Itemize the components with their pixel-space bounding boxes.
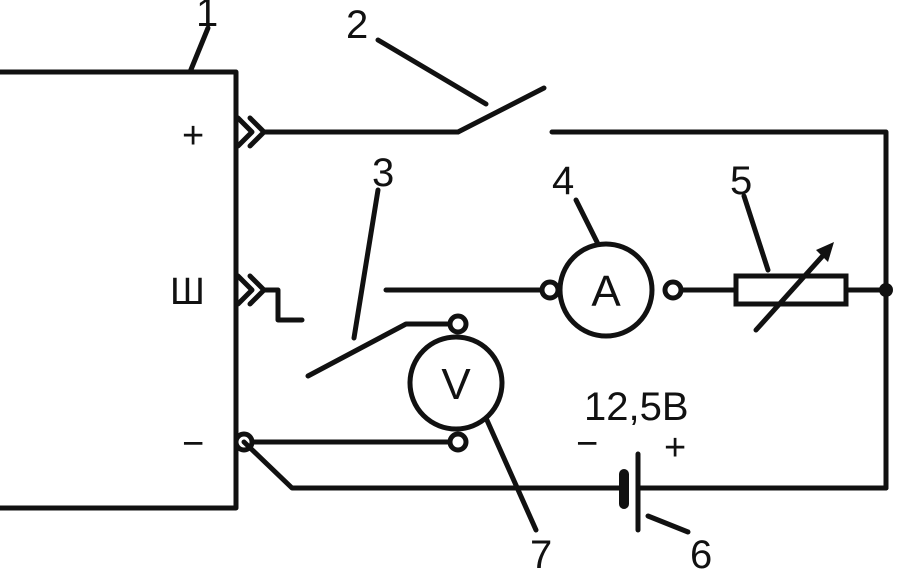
- callout-leader-2: [375, 37, 489, 107]
- battery-voltage: 12,5В: [584, 385, 689, 429]
- rheostat-adjust-arrow: [753, 247, 831, 333]
- callout-leader-4: [573, 197, 601, 247]
- rheostat-arrow-head: [816, 242, 834, 262]
- ammeter-terminal-left: [539, 279, 561, 301]
- battery-plus-label: +: [664, 427, 686, 469]
- minus-terminal-label: −: [182, 423, 204, 465]
- field-wire-stub: [261, 287, 305, 323]
- callout-1: 1: [196, 0, 218, 35]
- callout-4: 4: [552, 159, 574, 203]
- plus-connector-chevron-outer: [235, 115, 255, 149]
- voltmeter-branch: V 7: [249, 313, 552, 574]
- voltmeter-terminal-top: [447, 313, 469, 335]
- plus-terminal: +: [182, 115, 267, 157]
- field-branch: 3 A 4 5: [261, 151, 893, 341]
- callout-3: 3: [372, 151, 394, 195]
- generator-housing: [0, 69, 239, 511]
- minus-return-wire: [241, 439, 551, 491]
- ammeter: [557, 241, 655, 339]
- main-switch-blade: [455, 85, 547, 135]
- battery-branch: 12,5В − + 6: [241, 385, 889, 574]
- callout-leader-3: [351, 187, 381, 341]
- callout-leader-1: [187, 25, 211, 75]
- voltmeter: [407, 334, 505, 432]
- callout-2: 2: [346, 3, 368, 47]
- top-return-wire: [549, 129, 889, 491]
- junction-dot: [879, 283, 893, 297]
- ammeter-letter: A: [591, 267, 621, 316]
- plus-terminal-label: +: [182, 115, 204, 157]
- callout-leader-6: [645, 513, 691, 535]
- field-connector-chevron-outer: [235, 273, 255, 307]
- callout-7: 7: [530, 533, 552, 574]
- callout-6: 6: [690, 533, 712, 574]
- main-switch-branch: 2: [261, 3, 889, 491]
- voltmeter-letter: V: [441, 360, 471, 409]
- callout-leader-5: [741, 193, 771, 273]
- callout-leader-7: [483, 415, 539, 533]
- battery-minus-label: −: [576, 423, 598, 465]
- field-terminal: Ш: [170, 271, 267, 313]
- minus-terminal: −: [182, 423, 255, 465]
- generator: 1: [0, 0, 239, 511]
- voltmeter-switch-blade: [305, 321, 453, 379]
- field-terminal-label: Ш: [170, 271, 205, 313]
- callout-5: 5: [730, 159, 752, 203]
